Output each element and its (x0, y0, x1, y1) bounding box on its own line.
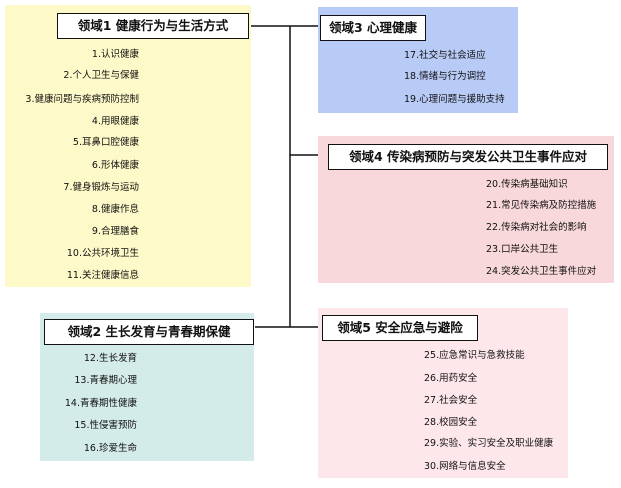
domain-2-item: 14.青春期性健康 (64, 398, 137, 409)
domain-1-item: 11.关注健康信息 (66, 270, 139, 281)
domain-3-title: 领域3 心理健康 (320, 15, 426, 41)
domain-2-item: 12.生长发育 (83, 353, 137, 364)
domain-1-item: 10.公共环境卫生 (66, 248, 139, 259)
domain-4-item: 21.常见传染病及防控措施 (486, 200, 597, 211)
domain-4-panel: 领域4 传染病预防与突发公共卫生事件应对 (318, 136, 614, 283)
domain-3-panel: 领域3 心理健康 (318, 7, 518, 113)
domain-5-item: 27.社会安全 (424, 395, 478, 406)
domain-4-item: 23.口岸公共卫生 (486, 244, 559, 255)
domain-5-item: 26.用药安全 (424, 373, 478, 384)
domain-1-item: 7.健身锻炼与运动 (63, 182, 139, 193)
domain-5-item: 28.校园安全 (424, 417, 478, 428)
domain-1-item: 1.认识健康 (91, 49, 139, 60)
domain-3-item: 18.情绪与行为调控 (404, 71, 486, 82)
domain-2-item: 15.性侵害预防 (74, 420, 137, 431)
domain-5-item: 30.网络与信息安全 (424, 461, 506, 472)
domain-4-item: 24.突发公共卫生事件应对 (486, 266, 597, 277)
domain-2-title: 领域2 生长发育与青春期保健 (44, 319, 254, 345)
domain-4-item: 22.传染病对社会的影响 (486, 222, 587, 233)
domain-4-item: 20.传染病基础知识 (486, 179, 568, 190)
domain-3-item: 17.社交与社会适应 (404, 50, 486, 61)
domain-1-panel: 领域1 健康行为与生活方式 (5, 5, 251, 287)
domain-1-item: 9.合理膳食 (91, 226, 139, 237)
domain-5-item: 29.实验、实习安全及职业健康 (424, 438, 554, 449)
domain-2-panel: 领域2 生长发育与青春期保健 (40, 313, 254, 461)
domain-1-item: 5.耳鼻口腔健康 (72, 137, 139, 148)
domain-5-title: 领域5 安全应急与避险 (322, 315, 478, 341)
domain-3-item: 19.心理问题与援助支持 (404, 94, 505, 105)
domain-1-item: 6.形体健康 (91, 160, 139, 171)
domain-1-title: 领域1 健康行为与生活方式 (57, 13, 249, 39)
domain-1-item: 3.健康问题与疾病预防控制 (25, 94, 139, 105)
domain-2-item: 13.青春期心理 (74, 375, 137, 386)
domain-1-item: 8.健康作息 (91, 204, 139, 215)
domain-1-item: 2.个人卫生与保健 (63, 70, 139, 81)
domain-1-item: 4.用眼健康 (91, 116, 139, 127)
domain-2-item: 16.珍爱生命 (83, 443, 137, 454)
domain-4-title: 领域4 传染病预防与突发公共卫生事件应对 (328, 144, 608, 170)
domain-5-panel: 领域5 安全应急与避险 (318, 308, 568, 478)
domain-5-item: 25.应急常识与急救技能 (424, 350, 525, 361)
